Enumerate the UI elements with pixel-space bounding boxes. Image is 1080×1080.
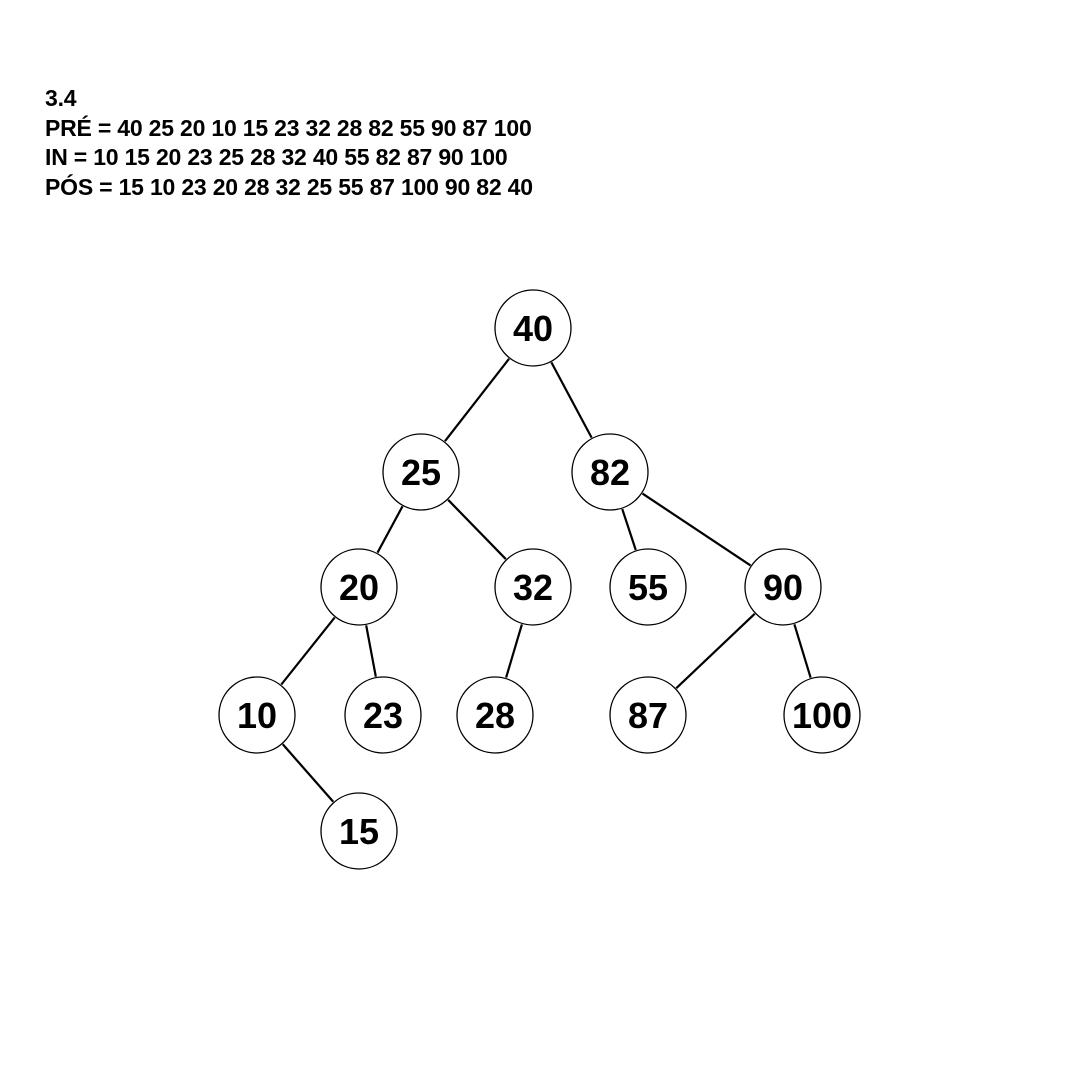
tree-node-circle <box>456 676 534 754</box>
tree-edge-40-82 <box>550 361 593 439</box>
tree-node-15: 15 <box>320 792 398 870</box>
tree-edge-32-28 <box>505 624 523 678</box>
exercise-number: 3.4 <box>45 85 77 111</box>
tree-node-label: 10 <box>237 695 277 736</box>
tree-node-90: 90 <box>744 548 822 626</box>
tree-node-32: 32 <box>494 548 572 626</box>
tree-node-label: 25 <box>401 452 441 493</box>
tree-node-circle <box>218 676 296 754</box>
tree-node-circle <box>494 289 572 367</box>
tree-node-100: 100 <box>783 676 861 754</box>
tree-node-55: 55 <box>609 548 687 626</box>
tree-edges <box>280 358 812 803</box>
tree-node-circle <box>344 676 422 754</box>
tree-node-82: 82 <box>571 433 649 511</box>
tree-node-87: 87 <box>609 676 687 754</box>
tree-edge-90-100 <box>793 623 812 679</box>
tree-edge-25-20 <box>376 505 404 554</box>
tree-node-23: 23 <box>344 676 422 754</box>
tree-node-circle <box>744 548 822 626</box>
tree-node-label: 20 <box>339 567 379 608</box>
tree-node-label: 90 <box>763 567 803 608</box>
tree-node-circle <box>609 548 687 626</box>
tree-edge-82-90 <box>641 492 752 567</box>
inorder-line: IN = 10 15 20 23 25 28 32 40 55 82 87 90… <box>45 144 508 170</box>
tree-node-circle <box>382 433 460 511</box>
tree-node-label: 100 <box>792 695 852 736</box>
tree-node-circle <box>609 676 687 754</box>
tree-edge-25-32 <box>447 499 507 560</box>
tree-node-label: 32 <box>513 567 553 608</box>
tree-edge-40-25 <box>444 358 510 442</box>
tree-node-label: 23 <box>363 695 403 736</box>
exercise-header: 3.4 PRÉ = 40 25 20 10 15 23 32 28 82 55 … <box>45 84 533 202</box>
tree-node-label: 82 <box>590 452 630 493</box>
tree-edge-90-87 <box>675 613 756 689</box>
tree-node-label: 40 <box>513 308 553 349</box>
tree-edge-20-10 <box>280 616 336 686</box>
tree-node-25: 25 <box>382 433 460 511</box>
tree-nodes: 40 25 82 20 32 55 90 10 23 28 87 100 15 <box>218 289 861 870</box>
tree-node-circle <box>571 433 649 511</box>
tree-edge-10-15 <box>281 743 335 803</box>
tree-node-circle <box>320 548 398 626</box>
tree-node-20: 20 <box>320 548 398 626</box>
tree-node-circle <box>783 676 861 754</box>
tree-node-40: 40 <box>494 289 572 367</box>
tree-node-circle <box>320 792 398 870</box>
tree-node-circle <box>494 548 572 626</box>
tree-edge-82-55 <box>621 508 637 551</box>
tree-node-label: 87 <box>628 695 668 736</box>
tree-edge-20-23 <box>365 625 377 677</box>
tree-node-10: 10 <box>218 676 296 754</box>
postorder-line: PÓS = 15 10 23 20 28 32 25 55 87 100 90 … <box>45 173 533 200</box>
tree-node-label: 28 <box>475 695 515 736</box>
tree-node-label: 15 <box>339 811 379 852</box>
tree-node-28: 28 <box>456 676 534 754</box>
tree-node-label: 55 <box>628 567 668 608</box>
preorder-line: PRÉ = 40 25 20 10 15 23 32 28 82 55 90 8… <box>45 114 532 141</box>
